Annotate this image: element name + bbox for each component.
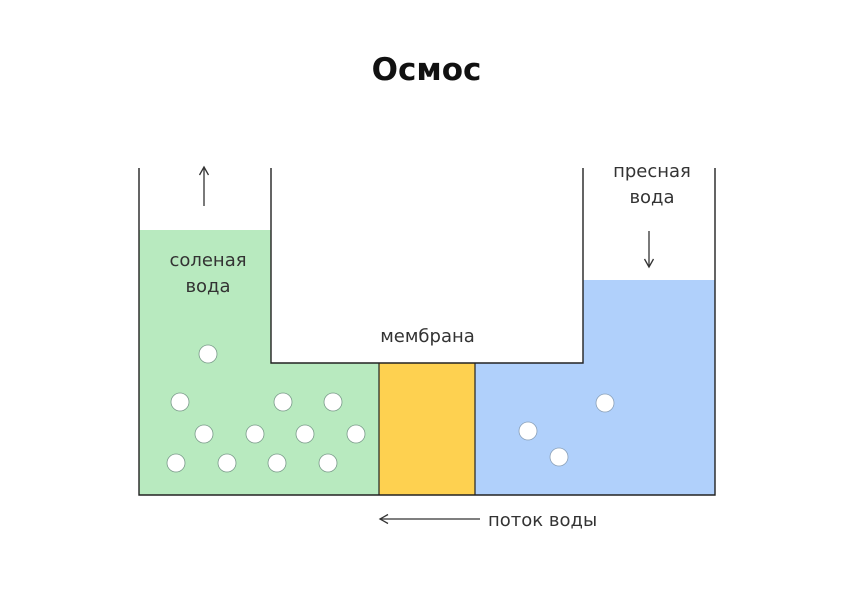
salt-water-label-line1: соленая — [169, 250, 247, 271]
membrane-label: мембрана — [380, 326, 475, 347]
membrane — [379, 363, 475, 495]
salt-water-label: соленая вода — [148, 248, 268, 300]
fresh-water-region — [475, 280, 715, 495]
salt-water-label-line2: вода — [185, 276, 231, 297]
salt-particle — [267, 453, 287, 473]
water-flow-label: поток воды — [488, 510, 598, 531]
fresh-water-label: пресная вода — [592, 159, 712, 211]
salt-particle — [194, 424, 214, 444]
salt-particle — [323, 392, 343, 412]
fresh-water-label-line2: вода — [629, 187, 675, 208]
salt-particle — [198, 344, 218, 364]
salt-particle — [273, 392, 293, 412]
salt-particle — [166, 453, 186, 473]
u-tube-container-outline — [138, 168, 716, 496]
fresh-particle — [595, 393, 615, 413]
salt-particle — [170, 392, 190, 412]
fresh-particle — [549, 447, 569, 467]
salt-particle — [346, 424, 366, 444]
falling-level-arrow — [643, 231, 655, 269]
diagram-title: Осмос — [371, 52, 482, 88]
rising-level-arrow — [198, 165, 210, 206]
salt-particle — [318, 453, 338, 473]
salt-particle — [217, 453, 237, 473]
salt-particle — [295, 424, 315, 444]
salt-particle — [245, 424, 265, 444]
fresh-water-label-line1: пресная — [613, 161, 691, 182]
fresh-particle — [518, 421, 538, 441]
water-flow-arrow — [378, 513, 480, 525]
